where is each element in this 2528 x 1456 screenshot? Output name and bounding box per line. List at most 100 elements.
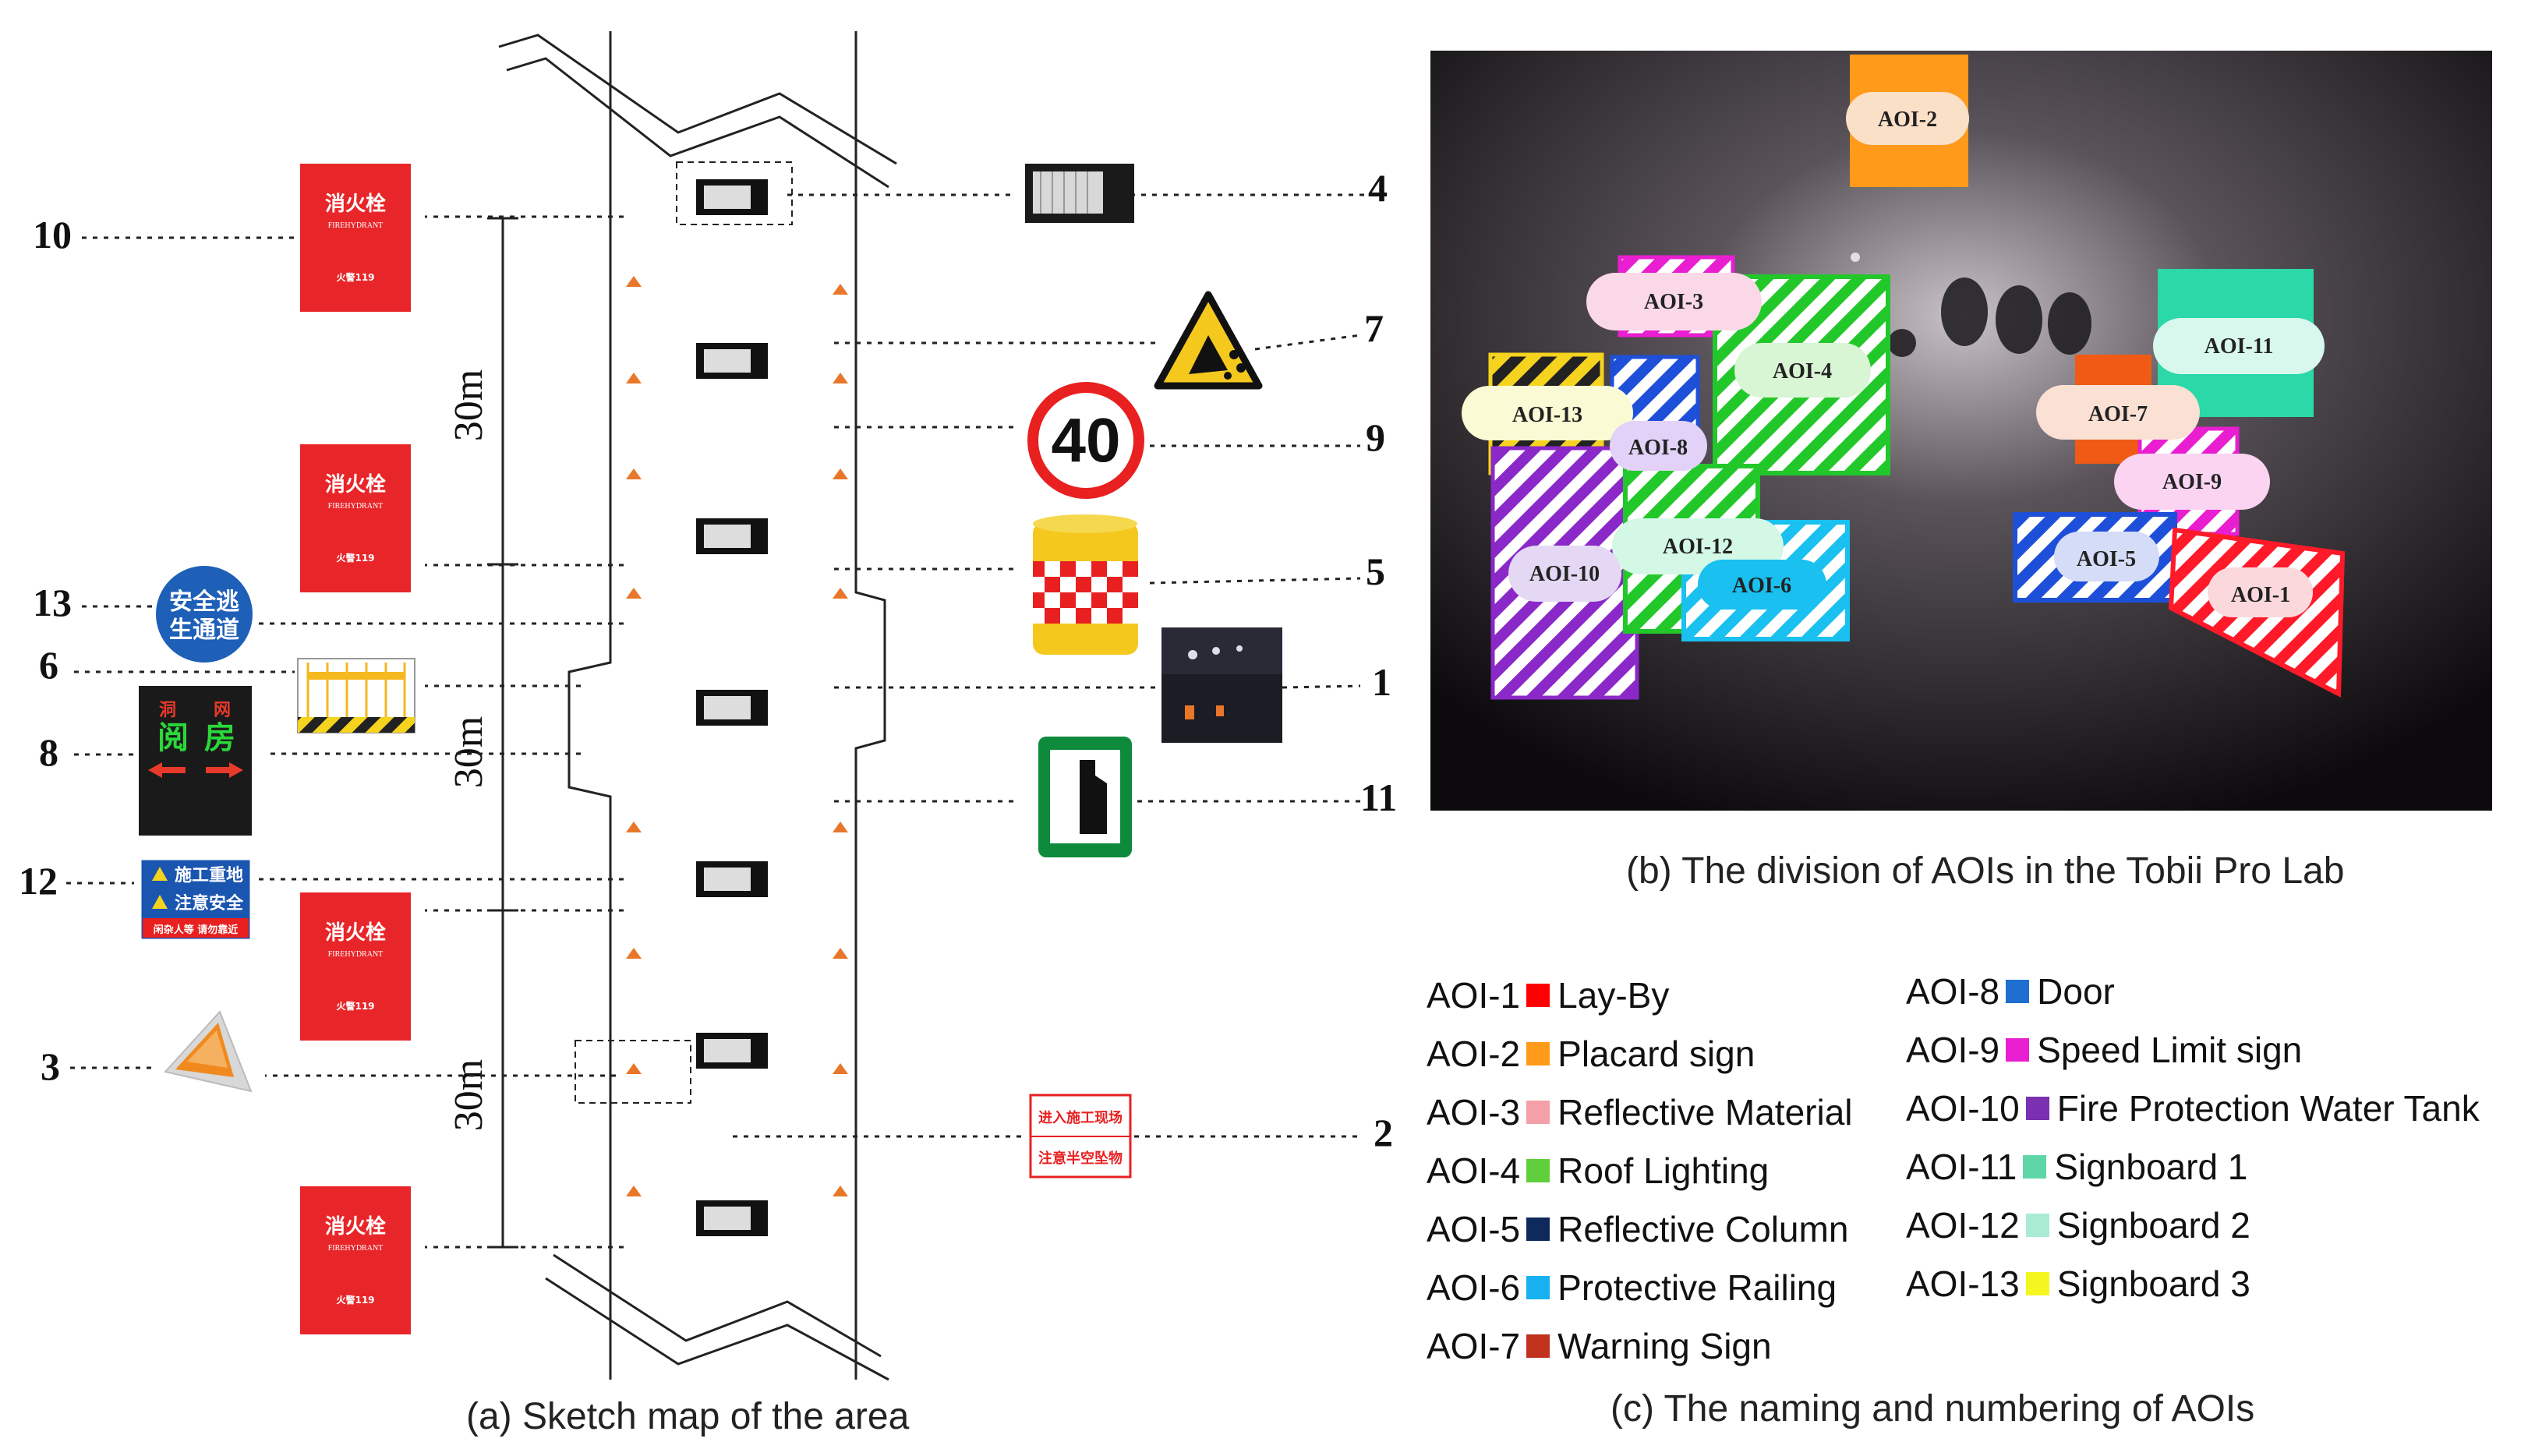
legend-swatch <box>1526 1334 1550 1358</box>
connector-lines <box>66 193 1364 1249</box>
fire-hydrant-box: 消火栓 FIREHYDRANT 火警119 <box>300 1186 411 1334</box>
roof-light-icon <box>696 1200 768 1236</box>
fire-hydrant-box: 消火栓 FIREHYDRANT 火警119 <box>300 164 411 312</box>
construction-warning-sign: 施工重地 注意安全 闲杂人等 请勿靠近 <box>139 857 253 942</box>
hydrant-label: 消火栓 <box>325 1215 386 1239</box>
hydrant-phone: 火警119 <box>336 1294 374 1306</box>
legend-id: AOI-8 <box>1906 971 2000 1012</box>
legend-name: Door <box>2037 971 2115 1012</box>
caption-a: (a) Sketch map of the area <box>466 1396 910 1437</box>
construction-sign-line2: 注意安全 <box>175 893 244 914</box>
speed-limit-value: 40 <box>1052 405 1121 475</box>
aoi-screenshot: AOI-2 AOI-3 AOI-4 AOI-13 AOI-8 AOI-11 AO… <box>1430 51 2492 811</box>
tunnel-lights <box>1801 253 2226 429</box>
door-sign: 洞 网 阅 房 <box>139 686 252 836</box>
aoi-label: AOI-6 <box>1732 574 1791 598</box>
item-number: 13 <box>33 581 72 624</box>
fire-hydrant-box: 消火栓 FIREHYDRANT 火警119 <box>300 444 411 592</box>
legend-id: AOI-10 <box>1906 1088 2020 1129</box>
item-number: 7 <box>1364 306 1384 350</box>
aoi-label: AOI-13 <box>1512 403 1582 427</box>
aoi-label: AOI-3 <box>1644 290 1703 314</box>
aoi-label: AOI-9 <box>2162 470 2222 494</box>
legend-name: Signboard 2 <box>2056 1205 2250 1246</box>
highlight-box <box>676 161 793 225</box>
legend-id: AOI-1 <box>1427 975 1521 1016</box>
reflective-column-icon <box>626 1186 642 1196</box>
legend-name: Signboard 3 <box>2056 1263 2250 1304</box>
legend-swatch <box>1526 983 1550 1007</box>
roof-light-icon <box>696 861 768 897</box>
roof-light-icon <box>1025 164 1134 223</box>
legend-name: Reflective Material <box>1557 1092 1853 1133</box>
arrow-right-icon <box>206 762 243 778</box>
road-break-top <box>498 34 897 189</box>
warning-triangle-icon <box>152 867 168 881</box>
reflective-column-icon <box>833 468 848 479</box>
item-number: 6 <box>39 643 58 687</box>
legend-swatch <box>1526 1275 1550 1299</box>
roof-light-icon <box>696 179 768 215</box>
item-number: 5 <box>1366 550 1385 593</box>
roof-light-icon <box>696 690 768 726</box>
road-break-bottom <box>545 1253 889 1381</box>
legend-swatch <box>2006 1037 2030 1062</box>
legend-swatch <box>2023 1154 2047 1179</box>
item-number: 10 <box>33 213 72 256</box>
legend-item: AOI-7 Warning Sign <box>1427 1325 1772 1367</box>
caption-c: (c) The naming and numbering of AOIs <box>1610 1388 2255 1429</box>
reflective-column-icon <box>626 588 642 599</box>
construction-sign-line1: 施工重地 <box>175 865 243 885</box>
protective-railing-icon <box>297 658 415 733</box>
legend-swatch <box>1526 1100 1550 1124</box>
escape-sign-line1: 安全逃 <box>169 588 239 616</box>
legend-id: AOI-13 <box>1906 1263 2020 1304</box>
item-number: 8 <box>39 730 58 774</box>
roof-light-icon <box>696 1033 768 1069</box>
aoi-label: AOI-2 <box>1878 108 1937 132</box>
legend-item: AOI-10 Fire Protection Water Tank <box>1906 1087 2480 1129</box>
distance-label: 30m <box>447 1059 491 1131</box>
door-sign-char: 阅 <box>157 720 189 756</box>
falling-rocks-warning-sign <box>1154 291 1263 390</box>
tunnel-photo-thumbnail <box>1161 627 1282 743</box>
caption-b: (b) The division of AOIs in the Tobii Pr… <box>1626 850 2345 892</box>
legend-item: AOI-3 Reflective Material <box>1427 1091 1853 1133</box>
reflective-column-icon <box>833 1186 848 1196</box>
legend-id: AOI-9 <box>1906 1030 2000 1070</box>
legend-swatch <box>2006 979 2030 1003</box>
reflective-column-icon <box>833 373 848 383</box>
hydrant-phone: 火警119 <box>336 271 374 283</box>
aoi-label: AOI-10 <box>1529 562 1600 586</box>
legend-swatch <box>2025 1213 2049 1237</box>
sketch-map: 30m 30m 30m <box>19 31 1397 1381</box>
door-sign-char: 网 <box>214 701 231 720</box>
reflective-column-icon <box>626 948 642 959</box>
warning-triangle-icon <box>152 895 168 909</box>
road-left-edge <box>567 31 612 1380</box>
hydrant-sublabel: FIREHYDRANT <box>328 221 384 230</box>
legend-name: Warning Sign <box>1557 1326 1772 1366</box>
aoi-label: AOI-8 <box>1628 436 1688 460</box>
aoi-label: AOI-5 <box>2077 547 2136 571</box>
legend-name: Protective Railing <box>1557 1267 1837 1308</box>
item-number: 1 <box>1372 660 1391 704</box>
legend-id: AOI-3 <box>1427 1092 1521 1133</box>
door-sign-char: 洞 <box>159 701 176 720</box>
door-sign-char: 房 <box>204 720 235 756</box>
item-number: 2 <box>1374 1111 1393 1154</box>
hydrant-label: 消火栓 <box>325 473 386 497</box>
reflective-column-icon <box>833 822 848 832</box>
legend-name: Fire Protection Water Tank <box>2056 1088 2480 1129</box>
legend-id: AOI-5 <box>1427 1209 1521 1249</box>
placard-sign: 进入施工现场 注意半空坠物 <box>1029 1094 1132 1179</box>
legend-id: AOI-7 <box>1427 1326 1521 1366</box>
